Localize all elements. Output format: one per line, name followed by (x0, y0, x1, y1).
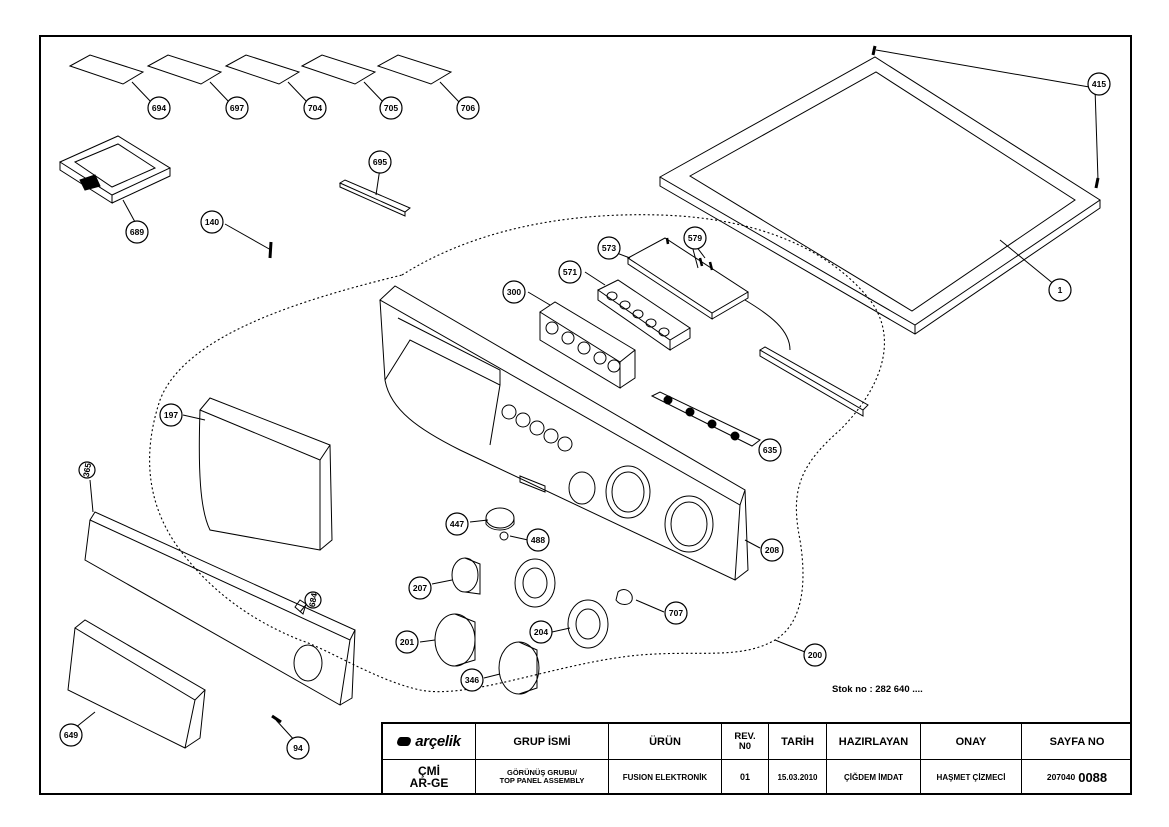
callout-707-label: 707 (669, 608, 683, 618)
screw-140 (224, 223, 273, 259)
header-date: TARİH (769, 724, 827, 760)
callout-573-label: 573 (602, 243, 616, 253)
callout-208-label: 208 (765, 545, 779, 555)
front-panel-208 (379, 285, 761, 581)
title-block: arçelik GRUP İSMİ ÜRÜN REV.N0 TARİH HAZI… (381, 722, 1132, 795)
callout-365-circle (78, 461, 96, 479)
button-block-300 (527, 291, 636, 389)
holder-571 (584, 271, 691, 351)
callout-689-circle (125, 220, 149, 244)
callout-201-circle (395, 630, 419, 654)
prepared-by-value: ÇİĞDEM İMDAT (827, 760, 921, 795)
callout-1-circle (1048, 278, 1072, 302)
callout-706-circle (456, 96, 480, 120)
harness-635 (650, 391, 761, 447)
callout-140-label: 140 (205, 217, 219, 227)
plate-689 (58, 135, 172, 204)
assembly-boundary-outline (149, 214, 885, 693)
callout-197-circle (159, 403, 183, 427)
callout-200-label: 200 (808, 650, 822, 660)
callout-415-label: 415 (1092, 79, 1106, 89)
callout-204-circle (529, 620, 553, 644)
callout-204-label: 204 (534, 627, 548, 637)
callout-689-label: 689 (130, 227, 144, 237)
header-page-no: SAYFA NO (1022, 724, 1132, 760)
brand-mark-icon (395, 737, 414, 746)
callout-649-circle (59, 723, 83, 747)
callout-579-label: 579 (688, 233, 702, 243)
callout-705-label: 705 (384, 103, 398, 113)
callout-697-label: 697 (230, 103, 244, 113)
clip-707 (615, 589, 665, 613)
callout-447-circle (445, 512, 469, 536)
callout-300-label: 300 (507, 287, 521, 297)
callout-94-label: 94 (293, 743, 303, 753)
callout-635-circle (758, 438, 782, 462)
callout-circles: 694 697 704 705 706 695 689 140 415 1 573 579 571 300… (59, 72, 1111, 760)
drawer-handle-649 (67, 619, 206, 749)
callout-649-label: 649 (64, 730, 78, 740)
top-panel-1 (658, 45, 1101, 335)
callout-694-circle (147, 96, 171, 120)
header-rev: REV.N0 (722, 724, 769, 760)
callout-346-circle (460, 668, 484, 692)
callout-300-circle (502, 280, 526, 304)
header-product: ÜRÜN (609, 724, 722, 760)
stock-number: Stok no : 282 640 .... (832, 684, 923, 695)
callout-695-circle (368, 150, 392, 174)
flap-197 (182, 397, 333, 551)
cover-sheets (68, 54, 453, 85)
callout-704-circle (303, 96, 327, 120)
callout-488-circle (526, 528, 550, 552)
callout-140-circle (200, 210, 224, 234)
callout-573-circle (597, 236, 621, 260)
callout-571-circle (558, 260, 582, 284)
strip-695 (338, 179, 411, 217)
callout-704-label: 704 (308, 103, 322, 113)
callout-365-label: 365 (81, 462, 93, 478)
header-approval: ONAY (921, 724, 1022, 760)
group-name-value: GÖRÜNÜŞ GRUBU/TOP PANEL ASSEMBLY (476, 760, 609, 795)
date-value: 15.03.2010 (769, 760, 827, 795)
callout-200-circle (803, 643, 827, 667)
callout-707-circle (664, 601, 688, 625)
callout-1-label: 1 (1058, 285, 1063, 295)
callout-694-label: 694 (152, 103, 166, 113)
callout-705-circle (379, 96, 403, 120)
callout-197-label: 197 (164, 410, 178, 420)
display-window-strip (759, 346, 869, 417)
callout-447-label: 447 (450, 519, 464, 529)
header-group-name: GRUP İSMİ (476, 724, 609, 760)
callout-346-label: 346 (465, 675, 479, 685)
callout-207-label: 207 (413, 583, 427, 593)
callout-706-label: 706 (461, 103, 475, 113)
callout-94-circle (286, 736, 310, 760)
callout-684-label: 684 (307, 592, 319, 608)
approval-value: HAŞMET ÇİZMECİ (921, 760, 1022, 795)
header-prepared-by: HAZIRLAYAN (827, 724, 921, 760)
knobs (419, 557, 609, 695)
callout-635-label: 635 (763, 445, 777, 455)
pcb-573 (597, 237, 791, 351)
callout-695-label: 695 (373, 157, 387, 167)
rev-value: 01 (722, 760, 769, 795)
callout-579-circle (683, 226, 707, 250)
knob-cap-447 (469, 507, 529, 541)
callout-697-circle (225, 96, 249, 120)
callout-415-circle (1087, 72, 1111, 96)
callout-571-label: 571 (563, 267, 577, 277)
callout-684-circle (304, 591, 322, 609)
callout-207-circle (408, 576, 432, 600)
brand-logo: arçelik (383, 724, 476, 760)
callout-488-label: 488 (531, 535, 545, 545)
product-value: FUSION ELEKTRONİK (609, 760, 722, 795)
callout-208-circle (760, 538, 784, 562)
callout-201-label: 201 (400, 637, 414, 647)
